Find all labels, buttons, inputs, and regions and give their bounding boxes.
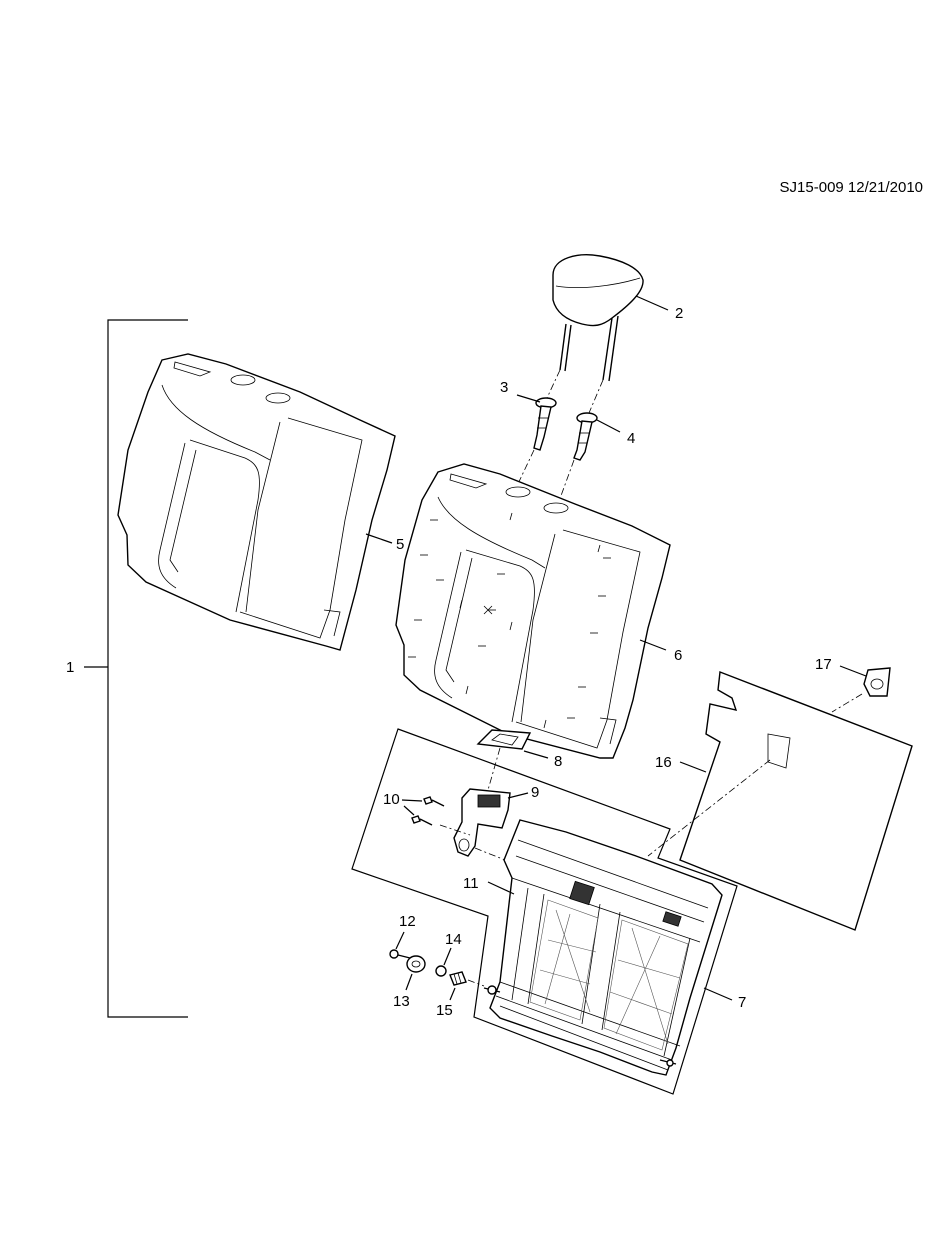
callout-8: 8 <box>554 753 563 770</box>
callout-6: 6 <box>674 647 683 664</box>
callout-16: 16 <box>655 754 672 771</box>
assembly-bracket <box>84 319 188 1018</box>
callout-7: 7 <box>738 994 747 1011</box>
callout-9: 9 <box>531 784 540 801</box>
headrest <box>552 254 669 382</box>
trim-panel <box>647 671 913 931</box>
clip <box>831 665 891 713</box>
callout-1: 1 <box>66 659 75 676</box>
callout-13: 13 <box>393 993 410 1010</box>
latch <box>439 788 529 861</box>
frame-group-box <box>351 728 738 1095</box>
callout-2: 2 <box>675 305 684 322</box>
frame-leader <box>703 987 733 1001</box>
seat-back-pad <box>395 463 671 759</box>
seat-back-cover <box>117 353 396 651</box>
seat-back-frame <box>483 819 723 1076</box>
headrest-guide-right <box>573 412 621 461</box>
callout-3: 3 <box>500 379 509 396</box>
callout-15: 15 <box>436 1002 453 1019</box>
callout-12: 12 <box>399 913 416 930</box>
callout-14: 14 <box>445 931 462 948</box>
headrest-guide-left <box>516 394 557 451</box>
hardware-set <box>389 931 485 1001</box>
drawing-id: SJ15-009 12/21/2010 <box>779 179 923 196</box>
bolts <box>401 796 445 826</box>
callout-17: 17 <box>815 656 832 673</box>
bezel <box>476 729 549 791</box>
callout-5: 5 <box>396 536 405 553</box>
callout-11: 11 <box>463 875 479 892</box>
callout-10: 10 <box>383 791 400 808</box>
callout-4: 4 <box>627 430 636 447</box>
